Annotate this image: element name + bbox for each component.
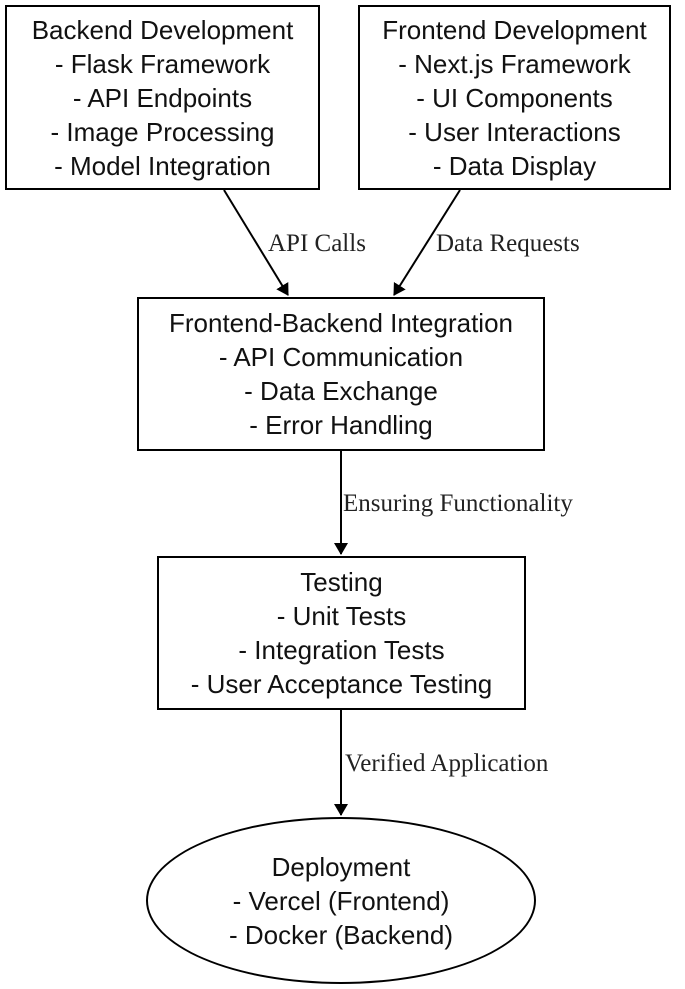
deployment-node: Deployment - Vercel (Frontend) - Docker … bbox=[146, 817, 536, 984]
node-item: - Error Handling bbox=[249, 410, 433, 440]
node-item: - Next.js Framework bbox=[398, 48, 631, 79]
node-item: - User Interactions bbox=[408, 116, 621, 147]
backend-development-node: Backend Development - Flask Framework - … bbox=[5, 5, 320, 190]
node-item: - Unit Tests bbox=[276, 601, 407, 631]
node-title: Frontend Development bbox=[382, 14, 647, 45]
node-title: Backend Development bbox=[31, 14, 294, 45]
node-item: - User Acceptance Testing bbox=[190, 669, 493, 699]
testing-node: Testing - Unit Tests - Integration Tests… bbox=[157, 556, 526, 710]
node-title: Testing bbox=[300, 567, 383, 597]
node-item: - Docker (Backend) bbox=[229, 919, 453, 950]
edge-label-ensuring-functionality: Ensuring Functionality bbox=[343, 490, 573, 517]
edge-backend-to-integration bbox=[223, 189, 289, 296]
node-item: - UI Components bbox=[416, 82, 613, 113]
edge-frontend-to-integration bbox=[393, 189, 461, 296]
node-item: - Integration Tests bbox=[238, 635, 445, 665]
node-item: - Image Processing bbox=[50, 116, 275, 147]
integration-node: Frontend-Backend Integration - API Commu… bbox=[137, 297, 545, 451]
edge-label-verified-application: Verified Application bbox=[345, 750, 549, 777]
node-item: - API Endpoints bbox=[72, 82, 253, 113]
node-item: - API Communication bbox=[218, 342, 464, 372]
node-item: - Model Integration bbox=[54, 150, 271, 181]
node-item: - Flask Framework bbox=[54, 48, 271, 79]
node-item: - Data Exchange bbox=[244, 376, 438, 406]
node-title: Deployment bbox=[271, 851, 411, 882]
edge-label-api-calls: API Calls bbox=[268, 230, 366, 257]
node-title: Frontend-Backend Integration bbox=[169, 308, 513, 338]
node-item: - Vercel (Frontend) bbox=[232, 885, 450, 916]
node-item: - Data Display bbox=[432, 150, 597, 181]
frontend-development-node: Frontend Development - Next.js Framework… bbox=[358, 5, 671, 190]
edge-label-data-requests: Data Requests bbox=[436, 230, 580, 257]
